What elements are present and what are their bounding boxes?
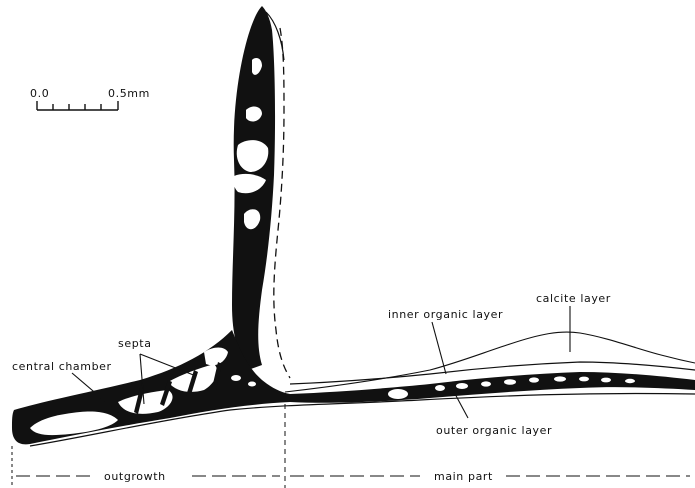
outer-organic-layer-label: outer organic layer	[436, 424, 552, 437]
septa-label: septa	[118, 337, 152, 350]
outgrowth-label: outgrowth	[104, 470, 166, 483]
inner-organic-layer-label: inner organic layer	[388, 308, 503, 321]
scale-ticks	[37, 101, 118, 110]
central-chamber-label: central chamber	[12, 360, 112, 373]
scale-bar: 0.0 0.5mm	[30, 87, 150, 110]
calcite-layer-label: calcite layer	[536, 292, 611, 305]
main-part-band	[290, 372, 695, 403]
main-part-label: main part	[434, 470, 493, 483]
scale-end-label: 0.5mm	[108, 87, 150, 100]
scale-start-label: 0.0	[30, 87, 49, 100]
inner-dashed-boundary	[274, 28, 290, 378]
